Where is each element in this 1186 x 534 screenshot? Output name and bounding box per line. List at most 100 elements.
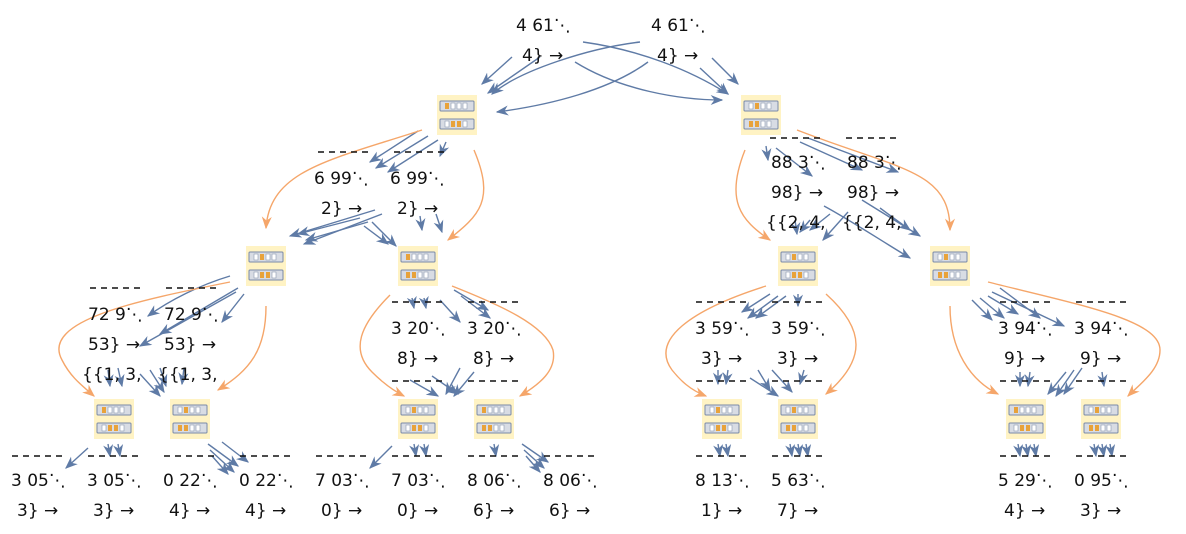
label-line: 3 59⋱ xyxy=(695,319,750,339)
label-line: 0} → xyxy=(321,501,362,521)
label-line: 6} → xyxy=(549,501,590,521)
edge-arrow xyxy=(525,455,541,473)
edge-arrow-highlight xyxy=(451,285,555,397)
edge-arrow xyxy=(439,141,450,158)
label-line: 6 99⋱ xyxy=(314,169,369,189)
label-line: 0 22⋱ xyxy=(239,471,294,491)
edge-arrow xyxy=(971,299,993,321)
label-line: 2} → xyxy=(397,199,438,219)
edge-arrow xyxy=(406,295,417,310)
state-node-icon xyxy=(778,399,818,439)
edge-arrow-highlight xyxy=(216,305,267,391)
label-e2: 3 59⋱ 3} → xyxy=(771,319,826,369)
label-g3: 0 22⋱ 4} → xyxy=(163,471,218,521)
edge-arrow xyxy=(415,215,426,232)
label-line: 5 63⋱ xyxy=(771,471,826,491)
edge-arrow xyxy=(419,443,430,458)
label-line: 5 29⋱ xyxy=(998,471,1053,491)
edge-arrow xyxy=(491,41,641,95)
label-line: 9} → xyxy=(1080,349,1121,369)
label-line: 9} → xyxy=(1004,349,1045,369)
label-a2: 6 99⋱ 2} → xyxy=(390,169,445,219)
label-line: 3 05⋱ xyxy=(11,471,66,491)
edge-arrow xyxy=(460,295,492,319)
label-line: 3} → xyxy=(701,349,742,369)
edge-arrow xyxy=(1097,443,1108,458)
edge-arrow xyxy=(481,56,513,85)
edge-arrow xyxy=(761,145,772,162)
edge-arrow xyxy=(1024,371,1035,388)
edge-arrow xyxy=(369,445,393,469)
edge-arrow-highlight xyxy=(58,281,231,397)
edge-arrow xyxy=(453,371,475,397)
label-g11: 5 29⋱ 4} → xyxy=(998,471,1053,521)
edge-arrow xyxy=(749,377,780,397)
edge-arrow xyxy=(386,139,439,173)
label-line: 4} → xyxy=(245,501,286,521)
label-line: 7 03⋱ xyxy=(315,471,370,491)
edge-arrow xyxy=(574,61,724,106)
label-line: 8 13⋱ xyxy=(695,471,750,491)
edge-arrow xyxy=(790,219,801,236)
state-node-icon xyxy=(930,246,970,286)
label-g9: 8 13⋱ 1} → xyxy=(695,471,750,521)
label-line: 72 9⋱ xyxy=(88,305,143,325)
edge-arrow xyxy=(1063,367,1083,396)
label-f2: 3 94⋱ 9} → xyxy=(1074,319,1129,369)
state-node-icon xyxy=(1006,399,1046,439)
label-line: 98} → xyxy=(847,183,899,203)
edge-arrow-highlight xyxy=(359,294,406,397)
label-line: 53} → xyxy=(88,335,140,355)
edge-arrow-highlight xyxy=(949,305,1000,395)
edge-arrow-highlight xyxy=(987,281,1161,397)
state-node-icon xyxy=(170,399,210,439)
edge-arrow xyxy=(139,373,161,397)
edge-arrow xyxy=(785,443,796,458)
edge-arrow xyxy=(771,369,793,393)
edge-arrow xyxy=(103,443,114,458)
label-line: 88 3⋱ xyxy=(847,153,902,173)
edge-arrow xyxy=(409,443,420,458)
edge-arrow xyxy=(799,141,864,171)
label-line: 3} → xyxy=(93,501,134,521)
label-d2: 3 20⋱ 8} → xyxy=(467,319,522,369)
label-line: 4} → xyxy=(169,501,210,521)
label-g1: 3 05⋱ 3} → xyxy=(11,471,66,521)
edge-arrow-highlight xyxy=(665,285,767,397)
edge-arrow xyxy=(807,137,900,173)
edge-arrow xyxy=(793,443,804,458)
nodes-layer xyxy=(94,95,1121,439)
label-top-2: 4 61⋱ 4} → xyxy=(651,16,706,66)
edge-arrow xyxy=(178,367,189,386)
label-line: 3 94⋱ xyxy=(998,319,1053,339)
label-line: 3 94⋱ xyxy=(1074,319,1129,339)
edge-arrow xyxy=(713,443,724,458)
state-node-icon xyxy=(246,246,286,286)
label-line: 4 61⋱ xyxy=(651,16,706,36)
edge-arrow xyxy=(489,443,500,458)
label-line: {{1, 3, xyxy=(158,365,217,385)
edge-arrow xyxy=(711,57,739,85)
edge-arrow-highlight xyxy=(735,149,772,241)
label-g2: 3 05⋱ 3} → xyxy=(87,471,142,521)
edge-arrow xyxy=(979,297,1005,319)
label-line: 53} → xyxy=(164,335,216,355)
edge-arrow xyxy=(1021,443,1032,458)
label-line: 6 99⋱ xyxy=(390,169,445,189)
label-line: 0} → xyxy=(397,501,438,521)
edge-arrow xyxy=(699,67,729,95)
label-b2: 88 3⋱ 98} → {{2, 4, xyxy=(842,153,902,233)
edge-arrow-highlight xyxy=(447,149,485,241)
edge-arrow xyxy=(368,130,419,163)
label-line: 3} → xyxy=(1080,501,1121,521)
label-line: 3} → xyxy=(777,349,818,369)
edge-arrow xyxy=(296,217,361,237)
label-line: 88 3⋱ xyxy=(771,153,826,173)
edge-arrow xyxy=(1097,371,1108,388)
edge-arrow xyxy=(374,135,429,169)
edge-arrow-highlight xyxy=(825,293,857,395)
label-line: 6} → xyxy=(473,501,514,521)
label-line: 7 03⋱ xyxy=(391,471,446,491)
state-node-icon xyxy=(702,399,742,439)
